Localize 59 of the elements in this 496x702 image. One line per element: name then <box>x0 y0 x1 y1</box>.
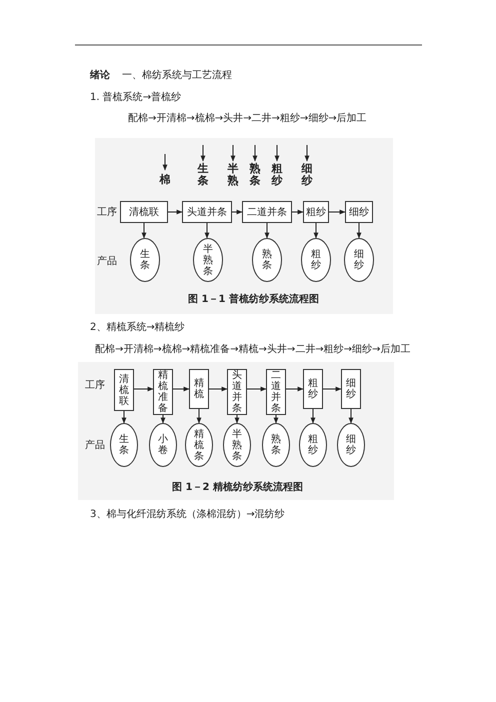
process-sequence: 配棉→开清棉→梳棉→精梳准备→精梳→头井→二井→粗纱→细纱→后加工 <box>95 344 410 356</box>
process-box: 粗纱 <box>303 201 329 223</box>
process-box: 二道并条 <box>266 369 286 415</box>
arrow <box>322 386 342 392</box>
arrow <box>230 144 236 162</box>
arrow <box>286 386 304 392</box>
arrow <box>204 222 210 239</box>
process-box: 清梳联 <box>114 369 134 411</box>
arrow <box>172 386 190 392</box>
subheading: 2、精梳系统→精梳纱 <box>90 322 185 334</box>
section-title: 一、棉纺系统与工艺流程 <box>122 70 232 82</box>
arrow <box>142 222 146 239</box>
process-box: 头道并条 <box>182 201 232 223</box>
section-heading: 绪论 <box>90 70 110 82</box>
arrow <box>292 210 304 214</box>
arrow <box>200 144 206 162</box>
row-label: 工序 <box>97 207 117 219</box>
input-label: 生条 <box>196 163 210 189</box>
arrow <box>356 222 362 239</box>
subheading: 3、棉与化纤混纺系统（涤棉混纺）→混纺纱 <box>90 509 285 521</box>
process-box: 精梳准备 <box>153 369 173 415</box>
arrow <box>274 414 278 424</box>
arrow <box>160 414 166 424</box>
subheading: 1. 普梳系统→普梳纱 <box>90 92 182 104</box>
arrow <box>274 144 280 162</box>
input-label: 半熟 <box>226 163 240 189</box>
input-label: 细纱 <box>300 163 314 189</box>
row-label: 产品 <box>97 256 117 268</box>
arrow <box>264 222 270 239</box>
figure-caption: 图 1－1 普梳纺纱系统流程图 <box>188 294 319 306</box>
process-box: 清梳联 <box>120 201 168 223</box>
arrow <box>348 408 354 424</box>
process-sequence: 配棉→开清棉→梳棉→头井→二井→粗纱→细纱→后加工 <box>128 113 367 125</box>
arrow <box>208 386 228 392</box>
arrow <box>162 154 168 171</box>
arrow <box>134 386 154 392</box>
arrow <box>122 410 126 424</box>
row-label: 产品 <box>85 440 105 452</box>
arrow <box>168 210 183 214</box>
figure-caption: 图 1－2 精梳纺纱系统流程图 <box>172 482 303 494</box>
arrow <box>234 414 240 424</box>
process-box: 精梳 <box>189 369 209 409</box>
arrow <box>310 408 316 424</box>
process-box: 细纱 <box>345 201 373 223</box>
input-label: 熟条 <box>248 163 262 189</box>
process-box: 细纱 <box>341 369 361 409</box>
process-box: 二道并条 <box>242 201 292 223</box>
arrow <box>252 144 258 162</box>
row-label: 工序 <box>85 380 105 392</box>
arrow <box>232 210 243 214</box>
arrow <box>246 386 267 392</box>
arrow <box>328 210 346 214</box>
arrow <box>196 408 202 424</box>
process-box: 粗纱 <box>303 369 323 409</box>
arrow <box>304 144 310 162</box>
input-label: 粗纱 <box>270 163 284 189</box>
arrow <box>314 222 318 239</box>
input-label: 棉 <box>158 172 172 186</box>
process-box: 头道并条 <box>227 369 247 415</box>
